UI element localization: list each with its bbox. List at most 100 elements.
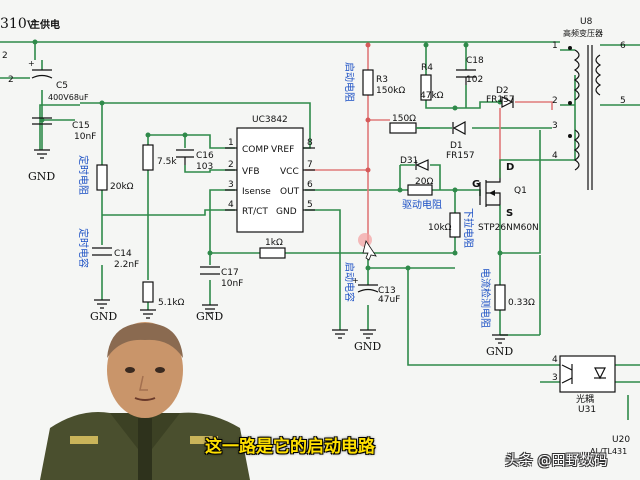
mouse-cursor-icon [362,240,377,261]
diode-d1 [452,120,466,136]
annotation-startup-capacitor: 启动电容 [343,262,356,302]
r20k-value: 20kΩ [110,182,134,192]
resistor-1k [259,247,286,259]
r3-value: 150kΩ [376,86,405,96]
supply-voltage: 310v [0,16,35,32]
c13-ref: C13 [378,286,396,296]
ground-label-5: GND [486,345,513,358]
ground-symbols [34,149,508,344]
resistor-r3 [362,69,374,96]
resistor-20 [407,184,433,196]
q1-drain: D [506,162,514,173]
c17-ref: C17 [221,268,239,278]
ic-pin-num-6: 6 [307,180,313,190]
resistor-150 [389,122,417,134]
capacitor-c17 [200,266,220,275]
annotation-timing-resistor: 定时电阻 [77,155,90,195]
ic-pin-num-7: 7 [307,160,313,170]
q1-gate: G [472,179,480,190]
ground-label-3: GND [196,310,223,323]
d31-ref: D31 [400,156,418,166]
d2-value: FR157 [486,95,515,105]
capacitor-c18 [456,69,476,85]
transformer-pin-4: 4 [552,151,558,161]
q1-value: STP26NM60N [478,223,539,233]
c16-value: 103 [196,162,213,172]
ground-label-4: GND [354,340,381,353]
ground-label-1: GND [28,170,55,183]
d2-ref: D2 [496,86,509,96]
resistor-20k [96,164,108,191]
ic-pin-rtct: RT/CT [242,207,268,217]
left-pin-2-bottom: 2 [8,75,14,85]
q1-ref: Q1 [514,186,527,196]
transformer-ref: U8 [580,17,593,27]
diode-d2 [501,96,514,108]
ic-pin-comp: COMP [242,145,269,155]
supply-title: 主供电 [30,18,60,31]
watermark: 头条 @田野数码 [505,453,608,469]
ic-name: UC3842 [252,115,288,125]
capacitor-c13: + [352,276,379,293]
r7k5-value: 7.5k [157,157,177,167]
resistor-5k1 [142,281,154,303]
ic-pin-gnd: GND [276,207,297,217]
opto-pin-3: 3 [552,373,558,383]
d1-ref: D1 [450,141,463,151]
diode-d31 [415,159,429,171]
c13-value: 47uF [378,295,400,305]
r150-value: 150Ω [392,114,416,124]
presenter-figure [40,322,250,480]
c15-value: 10nF [74,132,96,142]
d1-value: FR157 [446,151,475,161]
transformer-pin-5: 5 [620,96,626,106]
ic-pin-num-4: 4 [228,200,234,210]
left-pin-2-top: 2 [2,51,8,61]
ic-pin-num-3: 3 [228,180,234,190]
annotation-current-sense-resistor: 电流检测电阻 [479,268,492,328]
ic-pin-vfb: VFB [242,167,260,177]
cursor-highlight [358,233,372,247]
q1-source: S [506,208,513,219]
r3-ref: R3 [376,75,388,85]
transformer-u8 [568,45,602,190]
r4-value: 47kΩ [420,91,444,101]
r20-value: 20Ω [415,177,433,187]
ground-label-2: GND [90,310,117,323]
annotation-timing-capacitor: 定时电容 [77,228,90,268]
c5-value: 400V68uF [48,93,89,102]
capacitor-c14 [92,247,112,256]
transformer-pin-2: 2 [552,96,558,106]
r033-value: 0.33Ω [508,298,535,308]
ic-pin-out: OUT [280,187,300,197]
annotation-pulldown-resistor: 下拉电阻 [462,208,475,248]
u20-ref: U20 [612,435,630,445]
annotation-drive-resistor: 驱动电阻 [402,198,442,211]
uc3842-chip [236,127,304,233]
transformer-pin-1: 1 [552,41,558,51]
transformer-name: 高频变压器 [563,28,603,38]
c16-ref: C16 [196,151,214,161]
r4-ref: R4 [421,63,433,73]
mosfet-q1 [479,178,501,207]
capacitor-c15 [32,117,52,125]
c17-value: 10nF [221,279,243,289]
c14-value: 2.2nF [114,260,139,270]
c5-ref: C5 [56,81,68,91]
resistor-10k [449,212,461,238]
c18-ref: C18 [466,56,484,66]
opto-ref: U31 [578,405,596,415]
r1k-value: 1kΩ [265,238,283,248]
resistor-r4 [420,74,432,101]
optocoupler-u31 [559,355,616,393]
ic-pin-vcc: VCC [280,167,299,177]
ic-pin-num-8: 8 [307,138,313,148]
svg-text:+: + [28,59,35,68]
c18-value: 102 [466,75,483,85]
ic-pin-num-5: 5 [307,200,313,210]
opto-pin-4: 4 [552,355,558,365]
r10k-value: 10kΩ [428,223,452,233]
c14-ref: C14 [114,249,132,259]
transformer-pin-3: 3 [552,121,558,131]
